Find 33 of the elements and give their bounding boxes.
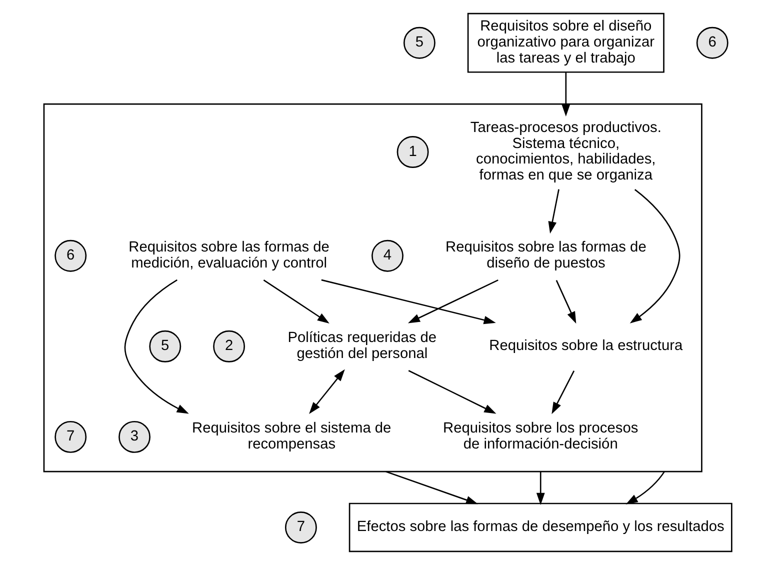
- node-circle: 4: [371, 240, 403, 272]
- arrow: [561, 72, 570, 116]
- node-circle: 5: [402, 26, 435, 59]
- node-circle: 7: [54, 420, 86, 453]
- node-box: Requisitos sobre el diseño organizativo para organizar las tareas y el trabajo: [466, 12, 664, 73]
- arrow: [555, 280, 576, 324]
- arrow: [536, 472, 544, 505]
- node-circle: 7: [284, 512, 316, 544]
- node-text: Políticas requeridas de gestión del personal: [287, 330, 436, 362]
- arrow: [625, 471, 664, 504]
- arrow: [548, 189, 559, 234]
- arrow: [408, 370, 496, 414]
- node-text: Requisitos sobre la estructura: [488, 338, 682, 354]
- node-circle: 3: [118, 420, 150, 453]
- arrow: [262, 280, 329, 324]
- arrow: [407, 279, 498, 324]
- node-circle: 2: [212, 330, 245, 362]
- node-text: Requisitos sobre los procesos de información-decisión: [442, 420, 638, 453]
- node-text: Tareas-procesos productivos. Sistema técnico, conocimientos, habilidades, formas en que se organiza: [470, 120, 661, 184]
- arrow: [629, 189, 680, 324]
- node-circle: 1: [396, 136, 428, 168]
- arrow: [320, 279, 496, 324]
- arrow: [551, 370, 574, 414]
- arrow: [308, 369, 344, 414]
- arrow: [124, 279, 188, 414]
- node-circle: 6: [54, 240, 86, 272]
- node-circle: 6: [696, 26, 728, 59]
- node-text: Requisitos sobre las formas de medición, evaluación y control: [128, 240, 329, 272]
- node-text: Requisitos sobre las formas de diseño de puestos: [445, 240, 646, 272]
- arrow: [385, 470, 478, 504]
- node-box: Efectos sobre las formas de desempeño y los resultados: [348, 502, 732, 552]
- node-circle: 5: [148, 330, 181, 362]
- node-text: Requisitos sobre el sistema de recompensas: [192, 420, 391, 453]
